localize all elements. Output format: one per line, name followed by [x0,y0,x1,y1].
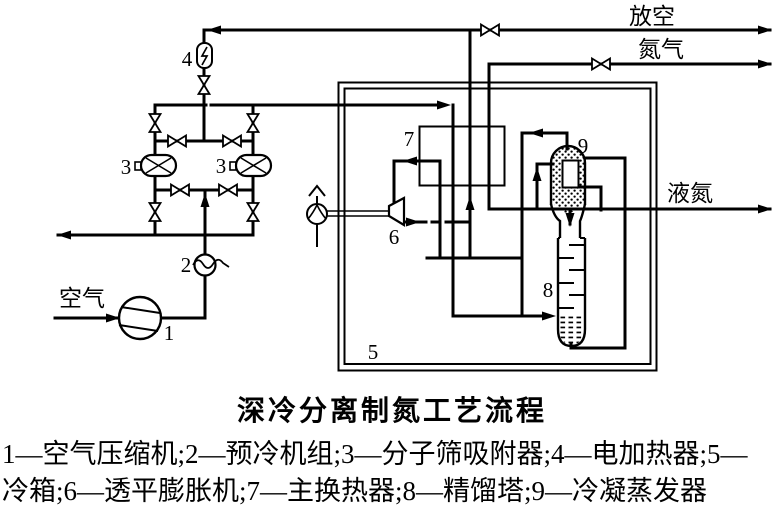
upper-cross-valve-left [167,133,187,149]
label-cold-box: 5 [368,340,379,364]
vent-valve [480,22,500,38]
label-main-heat-exchanger: 7 [404,127,415,151]
column-bottoms-loop [569,156,627,350]
main-heat-exchanger-body [418,125,506,187]
shell-gas-return [520,131,569,318]
valves [147,22,611,222]
label-condenser-evaporator: 9 [578,134,589,158]
arrow-air-inlet [106,313,120,323]
cold-box-border [337,81,658,372]
up-chevron-icon [308,184,326,197]
arrow-expander-inlet [403,156,417,166]
expander-shaft [327,210,389,217]
figure-legend: 1—空气压缩机;2—预冷机组;3—分子筛吸附器;4—电加热器;5— 冷箱;6—透… [2,436,782,510]
adsorber-left-bottom-valve [147,202,163,222]
arrow-nitrogen-out [758,59,772,69]
distillation-column [556,237,587,348]
condenser-evaporator-vessel [549,144,587,238]
feed-to-column [451,103,546,318]
nitrogen-gas-label: 氮气 [638,37,684,62]
lower-cross-valve-left [170,182,190,198]
electric-heater [196,42,213,69]
expander-inlet [392,159,442,206]
precooler-unit [192,253,230,277]
label-adsorber-left: 3 [121,155,132,179]
adsorber-right-bottom-valve [245,202,261,222]
label-adsorber-right: 3 [216,154,227,178]
arrow-expander-exhaust [406,217,420,227]
air-riser-lower [159,273,207,320]
figure-caption: 深冷分离制氮工艺流程 [236,395,547,426]
arrow-feed-into-coldbox [437,100,451,110]
lower-cross-valve-right [218,182,238,198]
molecular-sieve-adsorber-left [134,153,178,178]
vent-label: 放空 [629,4,675,29]
upper-cross-valve-right [222,133,242,149]
nitrogen-gas-line [487,62,772,211]
condenser-feed [535,162,555,211]
diagram-labels: 放空 氮气 液氮 空气 1 2 3 3 4 5 6 7 8 9 [59,4,713,364]
arrow-air-riser-up [200,193,210,207]
adsorber-right-top-valve [245,113,261,133]
arrow-vent-riser-up [465,196,475,210]
arrow-regen-exit [57,230,71,240]
label-electric-heater: 4 [182,47,193,71]
label-precooler-unit: 2 [181,253,192,277]
adsorber-left-top-valve [147,113,163,133]
arrow-shell-gas-left [529,128,543,138]
legend-line-1: 1—空气压缩机;2—预冷机组;3—分子筛吸附器;4—电加热器;5— [2,439,748,469]
column-tray-ticks [558,244,585,309]
arrow-liquid-nitrogen-out [758,204,772,214]
expander-wheel [387,196,406,227]
liquid-nitrogen-label: 液氮 [667,181,713,206]
arrow-vent-out [758,25,772,35]
legend-line-2: 冷箱;6—透平膨胀机;7—主换热器;8—精馏塔;9—冷凝蒸发器 [2,476,708,506]
liquid-nitrogen-step [579,185,603,212]
arrow-vent-to-heater [207,25,221,35]
arrow-column-feed [542,311,556,321]
expander-brake-fan [306,203,328,225]
nitrogen-gas-valve [591,56,611,72]
label-turbo-expander: 6 [389,225,400,249]
label-distillation-column: 8 [543,278,554,302]
air-compressor [117,295,163,341]
flow-arrows [57,25,772,323]
lightning-icon [200,46,209,66]
process-piping [53,28,772,350]
arrow-reflux-down [565,213,575,227]
air-label: 空气 [59,286,105,311]
molecular-sieve-adsorber-right [229,153,273,178]
label-air-compressor: 1 [164,321,175,345]
heater-valve [196,75,212,95]
arrow-condenser-feed-up [532,167,542,181]
turbo-expander [306,184,406,247]
